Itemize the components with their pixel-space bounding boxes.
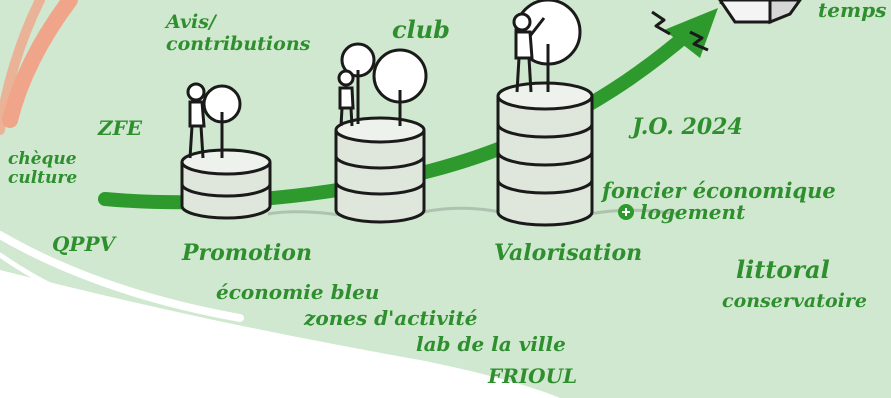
label-littoral: littoral <box>736 255 830 284</box>
person-icon <box>337 69 355 127</box>
label-avis: Avis/ contributions <box>166 11 311 55</box>
coin-stack-icon <box>334 116 426 224</box>
label-temps: temps <box>818 0 887 22</box>
label-cheque-culture: chèque culture <box>8 149 78 188</box>
label-frioul: FRIOUL <box>488 364 578 388</box>
label-zones-activite: zones d'activité <box>304 306 478 330</box>
coin-stack-icon <box>496 81 594 227</box>
coin-stack-icon <box>180 148 272 220</box>
label-conservatoire: conservatoire <box>722 290 867 312</box>
label-economie-bleu: économie bleu <box>216 280 380 304</box>
label-logement: logement <box>640 200 746 224</box>
peach-arc-icon <box>0 0 78 135</box>
tree-icon <box>340 42 428 126</box>
label-club: club <box>392 15 450 44</box>
label-qppv: QPPV <box>52 232 116 256</box>
label-valorisation: Valorisation <box>494 240 643 266</box>
label-promotion: Promotion <box>182 240 312 266</box>
person-icon <box>512 12 546 93</box>
tree-icon <box>202 84 242 158</box>
person-icon <box>186 82 206 159</box>
plus-icon <box>618 204 634 220</box>
label-lab-de-la-ville: lab de la ville <box>416 332 566 356</box>
label-jo-2024: J.O. 2024 <box>632 114 743 140</box>
white-arcs <box>0 231 244 325</box>
shadows <box>267 206 681 217</box>
label-foncier: foncier économique <box>602 178 836 203</box>
white-blob <box>0 270 560 398</box>
box-icon <box>718 0 802 25</box>
label-zfe: ZFE <box>98 116 143 140</box>
